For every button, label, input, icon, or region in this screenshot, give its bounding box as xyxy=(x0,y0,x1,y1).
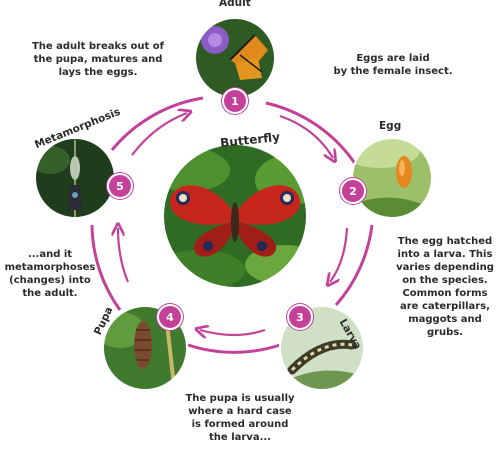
stage-photo-adult xyxy=(195,18,275,98)
description-metamorphosis: ...and it metamorphoses (changes) into t… xyxy=(4,249,96,299)
stage-label-adult: Adult xyxy=(219,0,251,9)
stage-number-badge-2: 2 xyxy=(340,178,366,204)
stage-number-badge-1: 1 xyxy=(222,88,248,114)
stage-number-badge-4: 4 xyxy=(157,304,183,330)
stage-photo-pupa xyxy=(103,306,187,390)
description-egg: Eggs are laid by the female insect. xyxy=(333,53,453,77)
stage-label-egg: Egg xyxy=(379,120,402,132)
description-adult: The adult breaks out of the pupa, mature… xyxy=(31,41,165,78)
cycle-arrows xyxy=(118,113,349,335)
description-larva: The egg hatched into a larva. This varie… xyxy=(396,236,494,338)
cycle-ring xyxy=(90,96,374,354)
center-butterfly-photo xyxy=(163,144,307,288)
stage-number-badge-5: 5 xyxy=(107,173,133,199)
stage-number-badge-3: 3 xyxy=(287,304,313,330)
description-pupa: The pupa is usually where a hard case is… xyxy=(185,393,295,443)
